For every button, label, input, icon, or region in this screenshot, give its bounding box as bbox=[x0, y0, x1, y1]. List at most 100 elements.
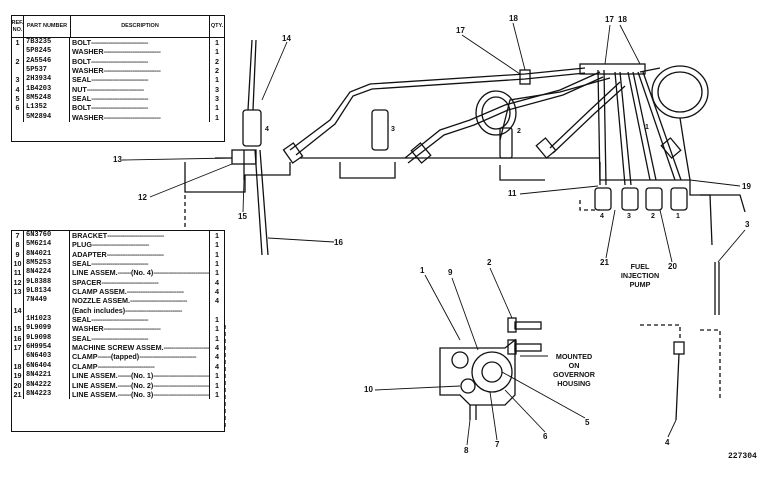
table-row: 14 (Each includes)-----------------------… bbox=[12, 305, 224, 316]
part-number: 7N449 bbox=[24, 296, 70, 306]
part-description: (Each includes)-------------------------… bbox=[70, 305, 210, 316]
leader-1 bbox=[424, 274, 461, 341]
callout-6: 6 bbox=[543, 432, 548, 441]
ref-number: 15 bbox=[12, 324, 24, 334]
governor-bolt-head-bottom bbox=[507, 339, 517, 355]
description-text: PLUG bbox=[72, 240, 92, 250]
leader-9 bbox=[451, 277, 479, 351]
ref-number: 11 bbox=[12, 268, 24, 278]
callout-5: 5 bbox=[585, 418, 590, 427]
ref-number: 18 bbox=[12, 361, 24, 372]
part-number: 1H1023 bbox=[24, 315, 70, 325]
fitting-3 bbox=[410, 142, 432, 164]
part-description: WASHER------------------------------ bbox=[70, 324, 210, 334]
part-number: 5M6214 bbox=[24, 240, 70, 250]
quantity: 2 bbox=[215, 66, 219, 76]
dot-leader: ------- bbox=[117, 268, 132, 278]
ref-number: 2 bbox=[12, 56, 24, 67]
dot-leader: ------------------------------ bbox=[139, 352, 196, 362]
description-note: (No. 3) bbox=[130, 389, 154, 399]
quantity: 3 bbox=[215, 84, 219, 94]
dot-leader: ------------------------------ bbox=[91, 240, 149, 250]
dashed-lines bbox=[184, 195, 721, 430]
part-description: ADAPTER------------------------------ bbox=[70, 249, 210, 260]
description-text: NOZZLE ASSEM. bbox=[72, 296, 131, 306]
line-label-2: 2 bbox=[517, 128, 521, 135]
nozzle-1-body bbox=[499, 127, 513, 159]
pump-label-3: 3 bbox=[627, 213, 631, 220]
governor-seal bbox=[460, 378, 476, 394]
fuel-line-4 bbox=[289, 67, 586, 156]
dot-leader: ------- bbox=[117, 389, 132, 399]
quantity: 1 bbox=[215, 371, 219, 381]
callout-2: 2 bbox=[487, 258, 492, 267]
part-description: LINE ASSEM.-------(No. 3)---------------… bbox=[70, 389, 210, 400]
ref-number: 19 bbox=[12, 371, 24, 381]
part-description: NOZZLE ASSEM.---------------------------… bbox=[70, 296, 210, 306]
leader-21 bbox=[605, 209, 616, 259]
dot-leader: ------------------------------ bbox=[91, 75, 148, 85]
leader-20 bbox=[659, 209, 673, 263]
leader-19 bbox=[689, 179, 741, 187]
leader-18a bbox=[512, 22, 526, 71]
part-number: 6H9954 bbox=[24, 343, 70, 353]
dot-leader: ------------------------------ bbox=[153, 268, 210, 278]
line-clamp-bar bbox=[579, 63, 646, 75]
callout-18b: 18 bbox=[618, 15, 627, 24]
part-description: WASHER------------------------------ bbox=[70, 66, 210, 76]
part-number bbox=[24, 305, 70, 316]
description-text: BOLT bbox=[72, 56, 92, 66]
line-label-4: 4 bbox=[265, 126, 269, 133]
description-text: (Each includes) bbox=[72, 305, 126, 315]
part-number: 9L8388 bbox=[24, 277, 70, 288]
pump-outlet-2 bbox=[645, 187, 663, 211]
description-text: LINE ASSEM. bbox=[72, 389, 118, 399]
callout-8: 8 bbox=[464, 446, 469, 455]
part-description: MACHINE SCREW ASSEM.--------------------… bbox=[70, 343, 210, 353]
description-text: BOLT bbox=[72, 103, 92, 113]
quantity: 1 bbox=[215, 103, 219, 113]
dot-leader: ------------------------------ bbox=[126, 287, 184, 297]
dot-leader: ------------------------------ bbox=[130, 296, 187, 306]
part-number: 9L9099 bbox=[24, 324, 70, 334]
leader-13 bbox=[121, 157, 233, 161]
leader-12 bbox=[149, 163, 233, 198]
part-description: NUT------------------------------ bbox=[70, 84, 210, 95]
ref-number: 4 bbox=[12, 84, 24, 95]
callout-17a: 17 bbox=[456, 26, 465, 35]
pump-outlet-4 bbox=[594, 187, 612, 211]
fitting-1 bbox=[535, 137, 557, 159]
ref-number: 14 bbox=[12, 305, 24, 316]
quantity: 1 bbox=[215, 268, 219, 278]
leader-16 bbox=[267, 237, 335, 243]
dot-leader: ------------------------------ bbox=[103, 324, 161, 334]
callout-12: 12 bbox=[138, 193, 147, 202]
fitting-item-4-stem bbox=[675, 353, 680, 421]
line-label-3: 3 bbox=[391, 126, 395, 133]
header-desc: DESCRIPTION bbox=[71, 16, 210, 37]
part-description: WASHER------------------------------ bbox=[70, 112, 210, 123]
part-description: SPACER------------------------------ bbox=[70, 277, 210, 288]
callout-14: 14 bbox=[282, 34, 291, 43]
description-text: LINE ASSEM. bbox=[72, 268, 118, 278]
description-note: (tapped) bbox=[110, 352, 140, 362]
part-number: 8N4223 bbox=[24, 389, 70, 400]
header-qty: QTY. bbox=[210, 23, 224, 29]
part-number: 6N6404 bbox=[24, 361, 70, 372]
callout-16: 16 bbox=[334, 238, 343, 247]
quantity: 4 bbox=[215, 287, 219, 297]
quantity: 4 bbox=[215, 352, 219, 362]
leader-2 bbox=[489, 267, 513, 319]
callout-3: 3 bbox=[745, 220, 750, 229]
part-description: LINE ASSEM.-------(No. 1)---------------… bbox=[70, 371, 210, 381]
